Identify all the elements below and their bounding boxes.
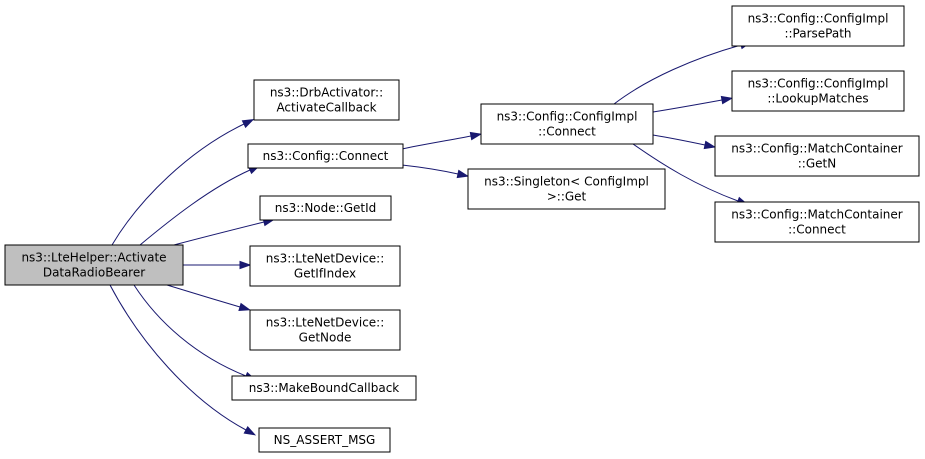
- edge-line: [111, 123, 245, 246]
- node-box[interactable]: [714, 135, 920, 177]
- node-box[interactable]: [714, 201, 920, 243]
- edge-root-to-drb: [111, 118, 255, 246]
- edge-line: [139, 169, 251, 246]
- node-label-line: ns3::Config::Connect: [263, 149, 389, 163]
- node-label-line: ns3::DrbActivator::: [270, 86, 383, 100]
- node-label-line: ns3::Config::ConfigImpl: [497, 110, 638, 124]
- edges-layer: [109, 40, 753, 436]
- node-label-line: DataRadioBearer: [43, 266, 145, 280]
- node-label-line: ::LookupMatches: [767, 92, 868, 106]
- node-label-line: ::GetN: [798, 157, 836, 171]
- edge-implconnect-to-lookup: [652, 95, 734, 113]
- node-label-line: ns3::Config::ConfigImpl: [748, 77, 889, 91]
- node-label-line: ns3::MakeBoundCallback: [249, 381, 400, 395]
- arrowhead-icon: [238, 302, 252, 311]
- edge-root-to-ltegetnode: [166, 284, 252, 311]
- node-label-line: ns3::Config::ConfigImpl: [748, 12, 889, 26]
- node-label-line: >::Get: [547, 190, 587, 204]
- edge-line: [632, 143, 739, 202]
- node-box[interactable]: [731, 5, 905, 47]
- node-label-line: ::Connect: [788, 223, 846, 237]
- edge-cfgconnect-to-singleton: [401, 164, 470, 179]
- arrowhead-icon: [243, 425, 257, 436]
- node-label-line: ns3::Singleton< ConfigImpl: [484, 175, 649, 189]
- arrowhead-icon: [239, 260, 252, 270]
- arrowhead-icon: [703, 140, 717, 150]
- node-implconnect[interactable]: ns3::Config::ConfigImpl::Connect: [480, 103, 654, 145]
- node-box[interactable]: [247, 143, 404, 169]
- edge-line: [133, 284, 247, 377]
- node-singleton[interactable]: ns3::Singleton< ConfigImpl>::Get: [467, 168, 666, 210]
- node-label-line: ::Connect: [538, 125, 596, 139]
- node-nodegetid[interactable]: ns3::Node::GetId: [259, 195, 392, 221]
- node-box[interactable]: [249, 245, 401, 287]
- node-box[interactable]: [249, 309, 401, 351]
- edge-implconnect-to-parsepath: [613, 40, 753, 105]
- node-getn[interactable]: ns3::Config::MatchContainer::GetN: [714, 135, 920, 177]
- edge-line: [401, 164, 459, 175]
- node-ltegetif[interactable]: ns3::LteNetDevice::GetIfIndex: [249, 245, 401, 287]
- node-label-line: NS_ASSERT_MSG: [274, 433, 376, 447]
- arrowhead-icon: [469, 131, 483, 141]
- node-box[interactable]: [4, 244, 184, 286]
- nodes-layer: ns3::LteHelper::ActivateDataRadioBearern…: [4, 5, 920, 453]
- edge-line: [166, 284, 241, 308]
- node-label-line: ns3::Config::MatchContainer: [731, 142, 902, 156]
- node-ltegetnode[interactable]: ns3::LteNetDevice::GetNode: [249, 309, 401, 351]
- node-box[interactable]: [259, 195, 392, 221]
- edge-root-to-makebound: [133, 284, 257, 381]
- node-mcconnect[interactable]: ns3::Config::MatchContainer::Connect: [714, 201, 920, 243]
- edge-line: [652, 99, 723, 113]
- node-label-line: ns3::Node::GetId: [275, 201, 377, 215]
- edge-line: [173, 221, 265, 246]
- edge-line: [652, 134, 706, 146]
- arrowhead-icon: [720, 95, 734, 105]
- node-assert[interactable]: NS_ASSERT_MSG: [258, 427, 391, 453]
- edge-root-to-assert: [109, 284, 257, 436]
- edge-cfgconnect-to-implconnect: [401, 131, 483, 150]
- arrowhead-icon: [456, 169, 470, 179]
- node-parsepath[interactable]: ns3::Config::ConfigImpl::ParsePath: [731, 5, 905, 47]
- node-label-line: ns3::LteNetDevice::: [266, 316, 385, 330]
- node-label-line: ns3::LteHelper::Activate: [21, 251, 166, 265]
- node-label-line: GetNode: [299, 331, 352, 345]
- arrowhead-icon: [241, 118, 255, 129]
- edge-root-to-cfgconnect: [139, 165, 261, 246]
- node-box[interactable]: [258, 427, 391, 453]
- edge-root-to-ltegetif: [183, 260, 252, 270]
- node-label-line: ActivateCallback: [276, 101, 376, 115]
- node-box[interactable]: [480, 103, 654, 145]
- node-box[interactable]: [231, 375, 417, 401]
- node-label-line: ::ParsePath: [784, 27, 851, 41]
- node-label-line: ns3::LteNetDevice::: [266, 252, 385, 266]
- node-lookup[interactable]: ns3::Config::ConfigImpl::LookupMatches: [731, 70, 905, 112]
- node-box[interactable]: [731, 70, 905, 112]
- node-box[interactable]: [253, 79, 400, 121]
- edge-root-to-nodegetid: [173, 217, 276, 246]
- node-box[interactable]: [467, 168, 666, 210]
- node-label-line: ns3::Config::MatchContainer: [731, 208, 902, 222]
- edge-line: [613, 44, 742, 105]
- node-makebound[interactable]: ns3::MakeBoundCallback: [231, 375, 417, 401]
- edge-implconnect-to-getn: [652, 134, 717, 150]
- node-cfgconnect[interactable]: ns3::Config::Connect: [247, 143, 404, 169]
- node-drb[interactable]: ns3::DrbActivator::ActivateCallback: [253, 79, 400, 121]
- edge-line: [109, 284, 247, 431]
- node-label-line: GetIfIndex: [294, 267, 356, 281]
- edge-line: [401, 135, 472, 150]
